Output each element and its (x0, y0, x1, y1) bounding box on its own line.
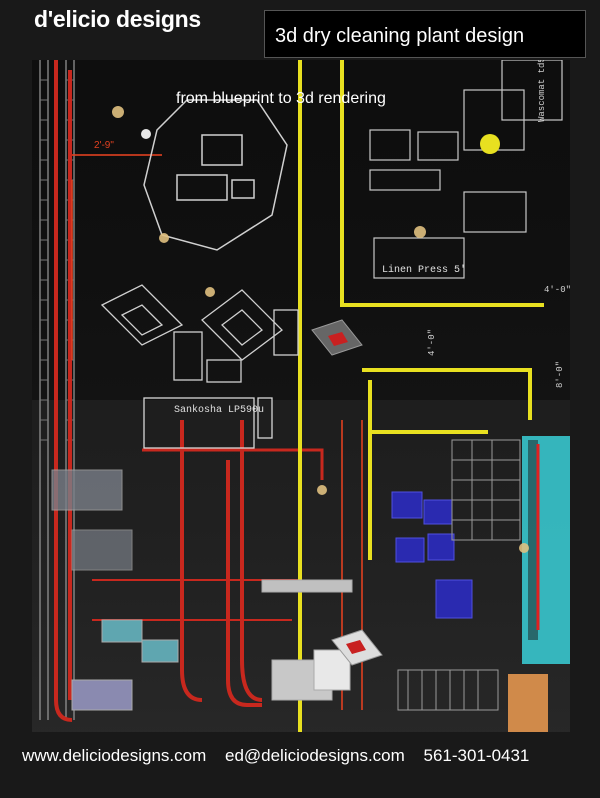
poster-subtitle: from blueprint to 3d rendering (176, 90, 386, 107)
dim-label-left: 2'-9" (94, 140, 114, 151)
dim-4ft-label: 4'-0" (544, 285, 570, 295)
press-machines (311, 319, 383, 666)
yellow-walls (298, 60, 544, 732)
wascomat-label: Wascomat td5 (537, 60, 547, 122)
phone-text: 561-301-0431 (423, 746, 530, 765)
sankosha-unit (143, 397, 273, 449)
white-dot (141, 129, 151, 139)
poster-title: 3d dry cleaning plant design (275, 25, 525, 47)
dim-8ft-label: 8'-0" (555, 361, 565, 388)
press-stations (100, 284, 299, 383)
website-text: www.deliciodesigns.com (22, 746, 207, 765)
blue-machines (391, 491, 473, 619)
rendering-illustration: 2'-9" (32, 60, 570, 732)
linen-press-label: Linen Press 5' (382, 264, 466, 276)
light-fixture (480, 134, 500, 154)
sankosha-label: Sankosha LP590u (174, 404, 264, 416)
email-text: ed@deliciodesigns.com (224, 746, 405, 765)
lower-machines (51, 469, 353, 711)
brand-name: d'elicio designs (34, 6, 201, 32)
title-box: 3d dry cleaning plant design (264, 10, 586, 58)
contact-footer: www.deliciodesigns.com ed@deliciodesigns… (22, 746, 592, 766)
figure-dots (112, 106, 529, 553)
plant-rendering: 2'-9" (32, 60, 570, 732)
shelving-racks (397, 439, 521, 711)
octagon-room (143, 99, 288, 251)
dim-4ft-mid-label: 4'-0" (427, 329, 437, 356)
wood-cabinet (508, 674, 548, 732)
red-pipes (54, 60, 324, 722)
ladder-structures (39, 60, 75, 720)
